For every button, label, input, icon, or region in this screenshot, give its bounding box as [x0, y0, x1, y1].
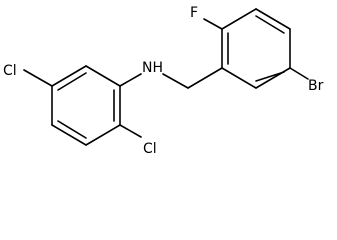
bond-c-n — [119, 73, 142, 87]
bond — [255, 67, 291, 89]
bond-c-br — [289, 67, 309, 80]
bromofluorophenyl-ring — [221, 8, 291, 89]
bond — [85, 65, 121, 87]
bond — [255, 8, 291, 30]
bond — [51, 124, 87, 146]
bond — [221, 67, 257, 89]
bond-ch2-ring — [187, 67, 223, 89]
amine-label: NH — [142, 60, 163, 76]
double-bond — [57, 120, 87, 139]
double-bond — [57, 72, 87, 91]
bond — [221, 8, 257, 30]
bond — [85, 124, 121, 146]
double-bond — [255, 71, 285, 82]
bond-c-cl-bottom — [119, 124, 142, 138]
bromine-label: Br — [308, 78, 324, 94]
double-bond — [255, 15, 285, 34]
chemical-structure-diagram: F NH Br Cl Cl — [3, 5, 324, 157]
chlorine-left-label: Cl — [3, 63, 17, 79]
dichlorophenyl-ring — [51, 65, 121, 146]
bond — [51, 65, 87, 87]
bond-c-cl-left — [23, 69, 53, 87]
bond-c-f — [203, 18, 223, 30]
chlorine-bottom-label: Cl — [143, 141, 157, 157]
fluorine-label: F — [190, 5, 198, 21]
bond-n-ch2 — [162, 73, 189, 89]
